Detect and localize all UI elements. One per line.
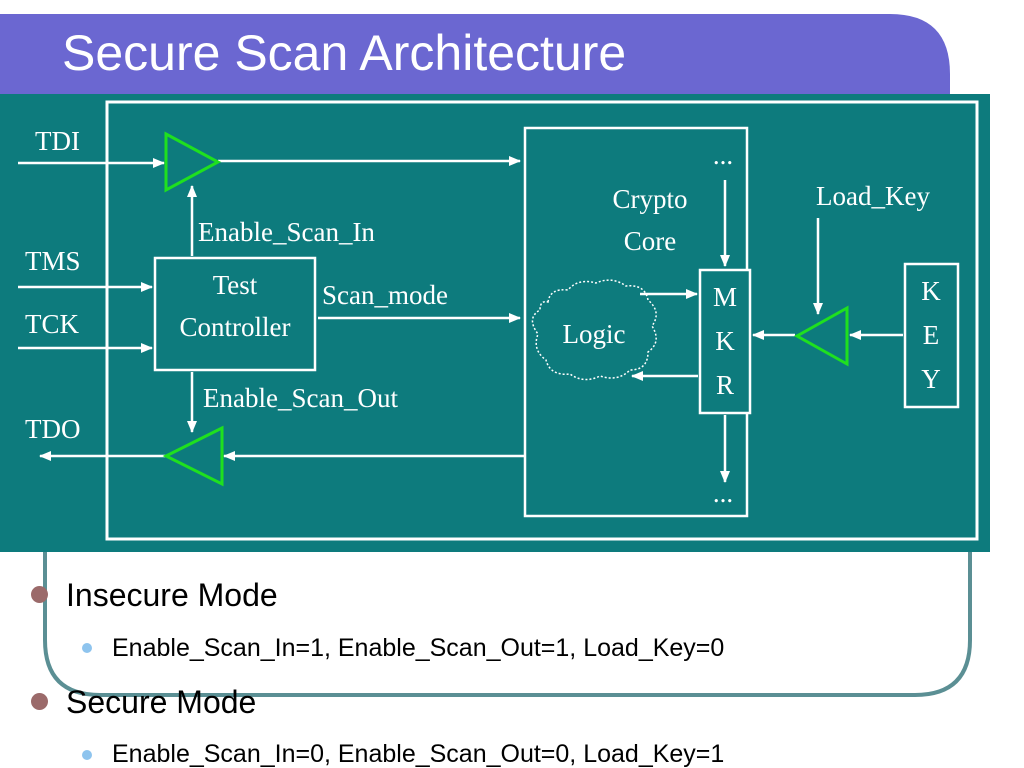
scan-out-buffer xyxy=(162,425,224,487)
crypto-core-label-line2: Core xyxy=(624,226,677,256)
pin-tck-label: TCK xyxy=(25,309,80,339)
sub-bullet-dot xyxy=(82,750,92,760)
crypto-core-ellipsis-top: ... xyxy=(713,140,733,170)
key-letter-e: E xyxy=(923,320,940,350)
key-box xyxy=(903,262,960,409)
crypto-core-ellipsis-bottom: ... xyxy=(713,478,733,508)
key-letter-y: Y xyxy=(921,364,941,394)
decorative-outline xyxy=(43,540,972,697)
enable-scan-in-label: Enable_Scan_In xyxy=(198,217,375,247)
sub-bullet-secure-values: Enable_Scan_In=0, Enable_Scan_Out=0, Loa… xyxy=(112,740,725,768)
bullet-secure-mode: Secure Mode xyxy=(66,684,257,720)
mkr-letter-r: R xyxy=(716,370,734,400)
diagram-frame xyxy=(105,100,979,541)
key-letter-k: K xyxy=(921,276,941,306)
pin-tms-label: TMS xyxy=(25,246,81,276)
bullet-dot xyxy=(31,586,48,603)
sub-bullet-dot xyxy=(82,643,92,653)
mkr-register-box xyxy=(698,268,752,415)
enable-scan-out-label: Enable_Scan_Out xyxy=(203,383,398,413)
buffers xyxy=(162,131,849,487)
scan-mode-label: Scan_mode xyxy=(322,280,448,310)
load-key-buffer xyxy=(793,305,849,367)
test-controller-label-line2: Controller xyxy=(180,312,291,342)
sub-bullet-insecure-values: Enable_Scan_In=1, Enable_Scan_Out=1, Loa… xyxy=(112,634,725,662)
crypto-core-label-line1: Crypto xyxy=(612,184,687,214)
pin-tdo-label: TDO xyxy=(25,414,81,444)
bullet-dot xyxy=(31,693,48,710)
bullet-insecure-mode: Insecure Mode xyxy=(66,577,278,613)
slide-title: Secure Scan Architecture xyxy=(62,25,627,81)
test-controller-label-line1: Test xyxy=(213,270,258,300)
load-key-label: Load_Key xyxy=(816,181,930,211)
test-controller-box xyxy=(153,256,317,372)
logic-label: Logic xyxy=(563,319,626,349)
signal-wires xyxy=(18,156,903,483)
mkr-letter-m: M xyxy=(713,282,737,312)
pin-tdi-label: TDI xyxy=(35,126,80,156)
scan-in-buffer xyxy=(164,131,222,193)
mkr-letter-k: K xyxy=(715,326,735,356)
title-band xyxy=(0,14,950,96)
